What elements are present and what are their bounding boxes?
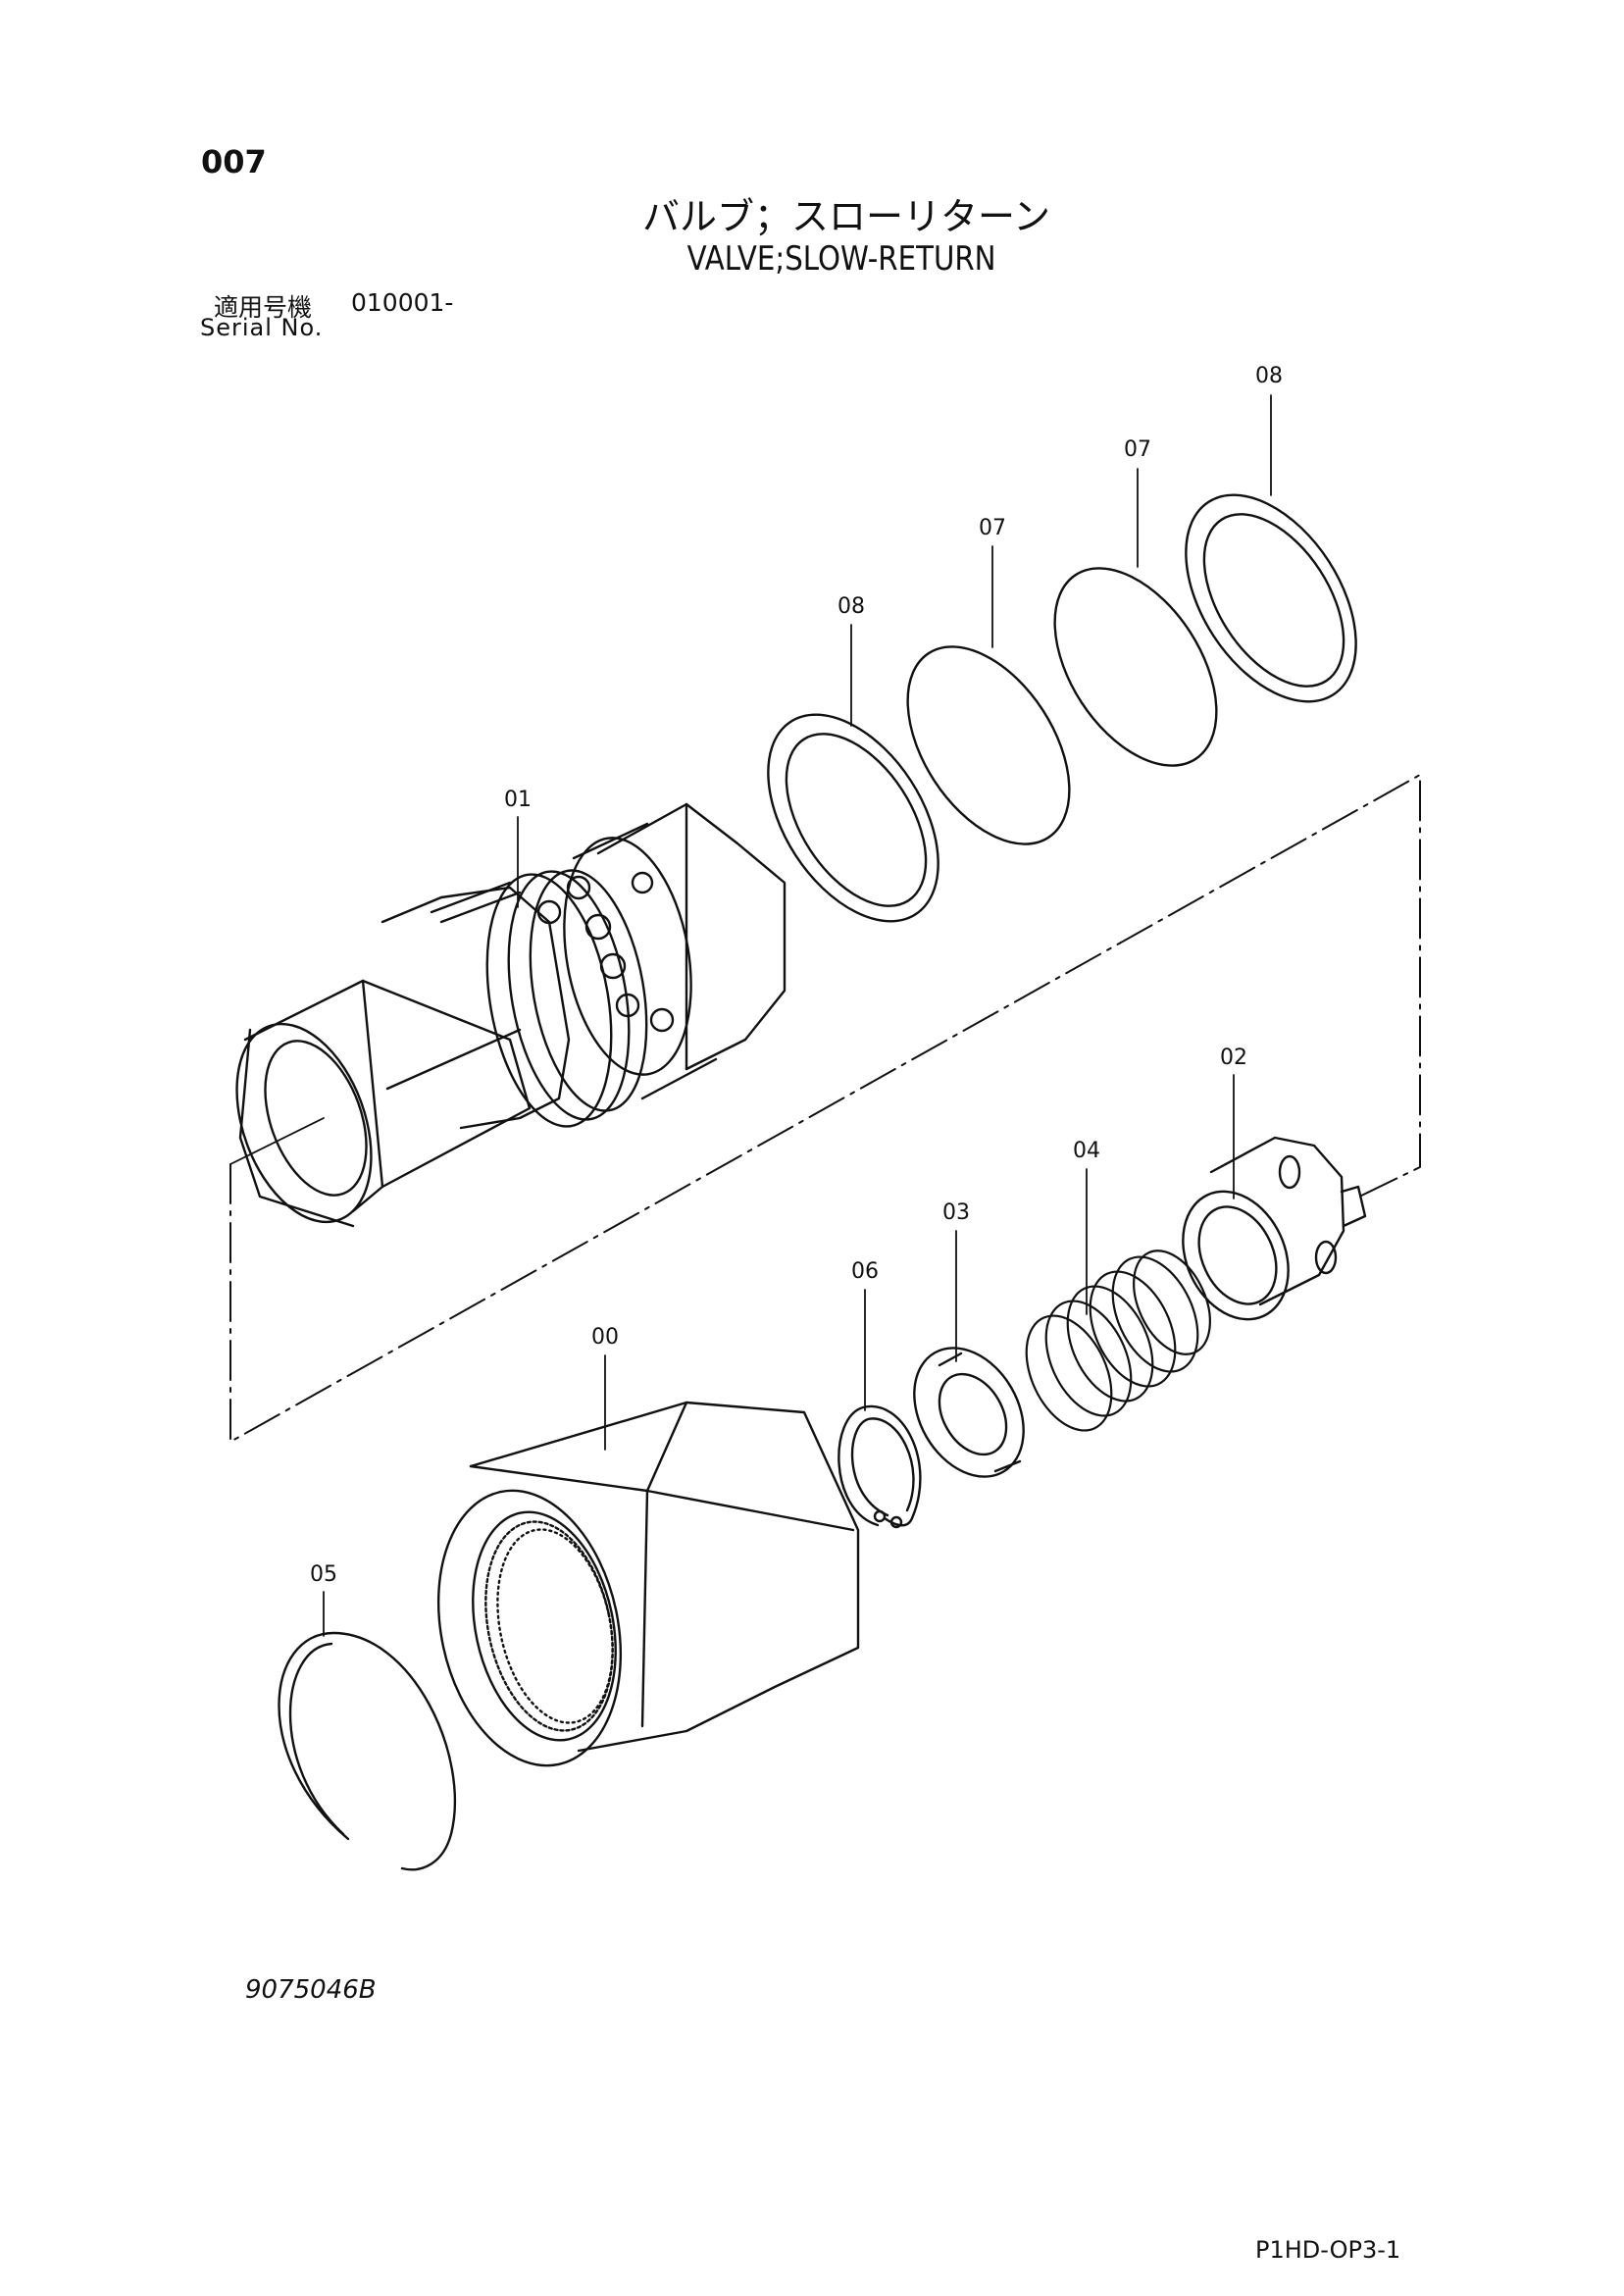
callout-00: 00 [591,1325,619,1350]
part-04-spring [1025,1250,1211,1432]
callout-01: 01 [504,788,532,812]
serial-value: 010001- [351,288,454,317]
part-03-washer [913,1347,1025,1478]
callout-03: 03 [942,1200,970,1225]
part-05-retaining-ring [278,1631,456,1871]
callout-08-left: 08 [837,594,865,619]
drawing-number: 9075046B [245,1975,377,2005]
callout-labels: 08 07 07 08 01 02 04 03 06 00 05 [310,364,1283,1587]
callout-05: 05 [310,1562,337,1587]
part-08-right-seal-ring [1185,493,1357,703]
page-code: P1HD-OP3-1 [1255,2236,1401,2264]
part-07-left-disc [906,645,1071,845]
callout-04: 04 [1073,1139,1100,1163]
title-japanese: バルブ；スローリターン [641,195,1051,238]
leader-lines [229,394,1272,1637]
serial-label-english: Serial No. [200,314,324,341]
callout-07-right: 07 [1124,437,1151,462]
callout-08-right: 08 [1255,364,1283,388]
callout-02: 02 [1220,1046,1247,1070]
callout-06: 06 [851,1259,879,1284]
part-07-right-disc [1053,567,1218,767]
title-english: VALVE;SLOW-RETURN [686,239,996,279]
part-02-poppet [1182,1136,1367,1321]
part-00-hex-housing [436,1401,860,1767]
part-08-left-seal-ring [767,713,939,923]
callout-07-left: 07 [979,516,1006,540]
serial-label-japanese: 適用号機 [214,293,313,322]
page-number: 007 [201,143,267,180]
assembly-bracket [229,774,1421,1443]
part-01-valve-body [235,802,787,1228]
part-06-snap-ring [837,1404,922,1529]
